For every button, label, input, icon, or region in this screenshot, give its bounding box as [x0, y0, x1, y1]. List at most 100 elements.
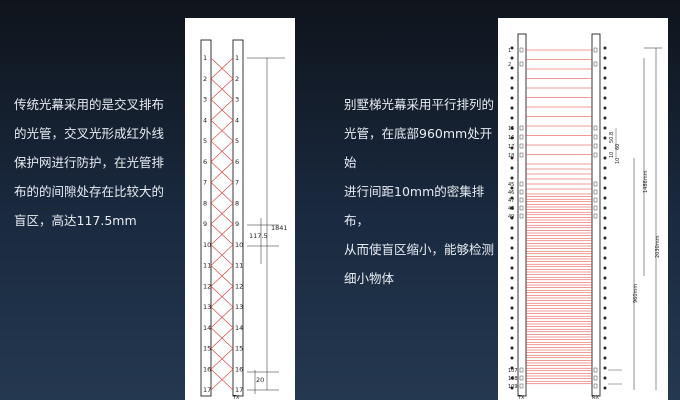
sensor-dot — [510, 276, 514, 280]
rx-receiver — [593, 189, 598, 195]
tx-label: 12 — [203, 282, 211, 290]
dim-upper-label: 1486mm — [643, 170, 649, 193]
sensor-dot — [603, 196, 607, 200]
rx-label: 4 — [235, 116, 239, 124]
sensor-dot — [510, 156, 514, 160]
sensor-dot — [603, 266, 607, 270]
tx-label: 4 — [203, 116, 207, 124]
sensor-dot — [510, 126, 514, 130]
sensor-dot — [510, 46, 514, 50]
sensor-dot — [510, 196, 514, 200]
sensor-dot — [510, 256, 514, 260]
beam-number-label: 108 — [508, 376, 518, 382]
tx-emitter — [519, 189, 524, 195]
sensor-dot — [603, 166, 607, 170]
beam-number-label: 2 — [508, 62, 511, 68]
sensor-dot — [510, 146, 514, 150]
right-text-line: 进行间距10mm的密集排布， — [344, 184, 485, 228]
rx-receiver — [593, 367, 598, 373]
cross-beam-line — [210, 57, 234, 79]
beam-number-label: 15 — [508, 126, 514, 132]
rx-label: 2 — [235, 75, 239, 83]
sensor-dot — [510, 106, 514, 110]
footer-tx: TX — [517, 395, 525, 400]
sensor-dot — [510, 96, 514, 100]
sensor-dot — [603, 286, 607, 290]
tx-emitter — [519, 134, 524, 140]
sensor-dot — [603, 246, 607, 250]
cross-beam-line — [210, 244, 234, 266]
sensor-dot — [603, 216, 607, 220]
rx-label: 14 — [235, 324, 243, 332]
dim-small-4: 10 — [615, 158, 621, 164]
tx-label: 8 — [203, 199, 207, 207]
sensor-dot — [603, 356, 607, 360]
rx-label: 7 — [235, 179, 239, 187]
cross-beam-line — [210, 369, 234, 391]
sensor-dot — [603, 106, 607, 110]
sensor-dot — [510, 216, 514, 220]
beam-number-label: 107 — [508, 368, 518, 374]
sensor-dot — [603, 276, 607, 280]
sensor-dot — [510, 236, 514, 240]
sensor-dot — [510, 86, 514, 90]
tx-column — [517, 33, 527, 397]
tx-emitter — [519, 213, 524, 219]
tx-label: 1 — [203, 54, 207, 62]
rx-label: 9 — [235, 220, 239, 228]
sensor-dot — [603, 236, 607, 240]
cross-beam-line — [210, 348, 234, 370]
rx-receiver — [593, 134, 598, 140]
tx-label: 10 — [203, 241, 211, 249]
dim-small-1: 50.8 — [609, 132, 615, 143]
tx-label: 16 — [203, 365, 211, 373]
right-text-line: 别墅梯光幕采用平行排列的 — [344, 97, 495, 112]
rx-label: 10 — [235, 241, 243, 249]
left-text-line: 布的的间隙处存在比较大的 — [14, 184, 165, 199]
left-description: 传统光幕采用的是交叉排布 的光管，交叉光形成红外线 保护网进行防护，在光管排 布… — [14, 90, 184, 235]
sensor-dot — [510, 246, 514, 250]
rx-receiver — [593, 383, 598, 389]
sensor-dot — [603, 296, 607, 300]
rx-receiver — [593, 61, 598, 67]
cross-beam-line — [210, 327, 234, 349]
tx-label: 9 — [203, 220, 207, 228]
cross-beam-line — [210, 182, 234, 204]
right-description: 别墅梯光幕采用平行排列的 光管，在底部960mm处开始 进行间距10mm的密集排… — [344, 90, 504, 293]
rx-receiver — [593, 197, 598, 203]
sensor-dot — [603, 316, 607, 320]
sensor-dot — [603, 116, 607, 120]
tx-emitter — [519, 143, 524, 149]
right-text-line: 从而使盲区缩小，能够检测 — [344, 242, 495, 257]
sensor-dot — [603, 76, 607, 80]
cross-beam-line — [210, 203, 234, 225]
rx-label: 3 — [235, 96, 239, 104]
cross-beam-line — [210, 120, 234, 142]
sensor-dot — [603, 386, 607, 390]
beam-number-label: 47 — [508, 198, 514, 204]
sensor-dot — [510, 66, 514, 70]
sensor-dot — [510, 336, 514, 340]
dim-gap-label: 117.5 — [249, 232, 268, 240]
rx-label: 13 — [235, 303, 243, 311]
tx-emitter — [519, 383, 524, 389]
sensor-dot — [603, 146, 607, 150]
sensor-dot — [603, 56, 607, 60]
sensor-dot — [510, 206, 514, 210]
beam-number-label: 109 — [508, 384, 518, 390]
sensor-dot — [510, 266, 514, 270]
beam-number-label: 17 — [508, 144, 514, 150]
tx-emitter — [519, 47, 524, 53]
cross-beam-line — [210, 223, 234, 245]
dim-small-2: 60 — [615, 144, 621, 150]
rx-receiver — [593, 181, 598, 187]
beam-number-label: 45 — [508, 182, 514, 188]
sensor-dot — [510, 346, 514, 350]
footer-label: TX — [232, 395, 240, 400]
dim-small-3: 10 — [609, 152, 615, 158]
rx-label: 11 — [235, 262, 243, 270]
